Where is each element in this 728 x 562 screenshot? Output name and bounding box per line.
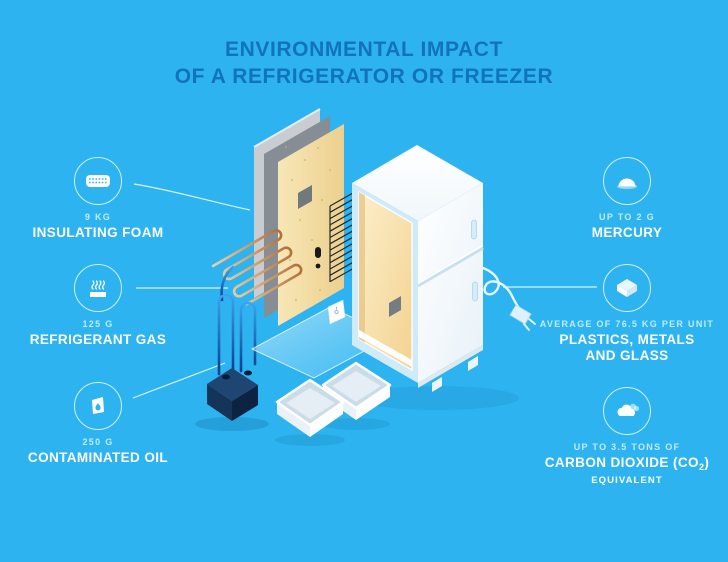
item-mercury: UP TO 2 G MERCURY — [522, 157, 728, 241]
item-label: MERCURY — [591, 225, 663, 240]
condenser-coil — [211, 229, 303, 306]
refrigerator-cabinet — [352, 145, 519, 410]
item-amount: UP TO 2 G — [599, 212, 655, 222]
cabinet-foot — [468, 356, 478, 371]
item-circle — [603, 264, 651, 312]
item-refrigerant-gas: 125 G REFRIGERANT GAS — [0, 264, 203, 348]
item-label: REFRIGERANT GAS — [29, 332, 167, 347]
cabinet-interior — [358, 190, 413, 372]
plug-icon — [509, 304, 536, 331]
carbon-dioxide-cloud-icon — [617, 403, 640, 417]
item-sublabel: EQUIVALENT — [591, 474, 663, 486]
item-insulating-foam: 9 KG INSULATING FOAM — [0, 157, 203, 241]
compressor — [195, 368, 269, 431]
thermostat-switch — [327, 299, 346, 325]
lower-door-handle — [472, 281, 478, 302]
connector-lines — [132, 183, 597, 399]
item-contaminated-oil: 250 G CONTAMINATED OIL — [0, 382, 203, 466]
label-co2-suffix: ) — [704, 455, 710, 470]
title-line-2: OF A REFRIGERATOR OR FREEZER — [174, 65, 554, 88]
insulating-foam-icon — [86, 175, 110, 187]
item-amount: UP TO 3.5 TONS OF — [573, 442, 681, 452]
interior-vent — [389, 296, 401, 317]
item-label: CONTAMINATED OIL — [27, 450, 169, 465]
label-co2-prefix: CARBON DIOXIDE (CO — [544, 455, 699, 470]
item-amount: 250 G — [82, 437, 114, 447]
label-line-2: AND GLASS — [585, 348, 669, 364]
item-amount: AVERAGE OF 76.5 KG PER UNIT — [539, 319, 715, 329]
item-label: CARBON DIOXIDE (CO2) — [522, 455, 728, 473]
cabinet-top-face — [352, 145, 483, 221]
drawer-bins — [275, 361, 392, 446]
cabinet-foot — [432, 377, 442, 392]
foam-cutout — [298, 185, 312, 209]
upper-door-handle — [471, 219, 477, 240]
evaporator-tubes — [217, 265, 257, 376]
connector-insulating-foam — [133, 183, 251, 211]
label-co2-subscript: 2 — [698, 462, 705, 472]
page-title: ENVIRONMENTAL IMPACT OF A REFRIGERATOR O… — [0, 36, 728, 90]
cabinet-right-face — [418, 183, 483, 383]
drawer-bin-front — [275, 378, 345, 437]
mercury-icon — [617, 178, 637, 190]
item-amount: 9 KG — [84, 212, 112, 222]
item-label: INSULATING FOAM — [32, 225, 164, 240]
foam-fitting — [315, 247, 321, 258]
item-plastics-metals-glass: AVERAGE OF 76.5 KG PER UNIT PLASTICS, ME… — [522, 264, 728, 364]
item-circle — [603, 387, 651, 435]
item-circle — [603, 157, 651, 205]
contaminated-oil-icon — [92, 397, 104, 414]
item-circle — [74, 264, 122, 312]
connector-contaminated-oil — [132, 362, 226, 399]
refrigerant-gas-icon — [90, 280, 106, 297]
title-line-1: ENVIRONMENTAL IMPACT — [225, 38, 503, 61]
item-circle — [74, 382, 122, 430]
item-circle — [74, 157, 122, 205]
label-line-1: PLASTICS, METALS — [559, 332, 695, 347]
item-amount: 125 G — [82, 319, 114, 329]
interior-shelf — [359, 330, 412, 367]
power-cord — [481, 266, 536, 331]
plastics-metals-glass-icon — [617, 279, 637, 297]
item-label: PLASTICS, METALS AND GLASS — [522, 332, 728, 364]
item-carbon-dioxide: UP TO 3.5 TONS OF CARBON DIOXIDE (CO2) E… — [522, 387, 728, 486]
